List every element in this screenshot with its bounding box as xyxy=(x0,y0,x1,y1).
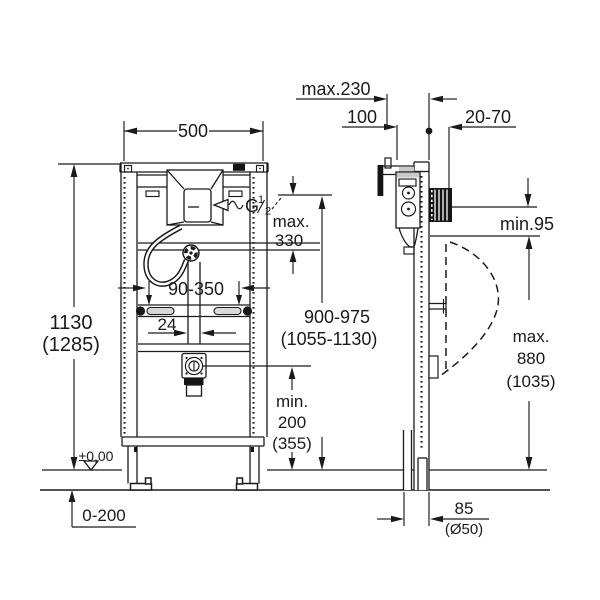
adjustable-feet xyxy=(127,446,260,491)
flush-valve xyxy=(395,171,421,255)
dim-feet-range: 0-200 xyxy=(82,506,125,525)
hose-connector-nut xyxy=(182,244,200,262)
dim-flush-range: 900-975 xyxy=(304,307,370,327)
top-fastener xyxy=(233,163,245,171)
dim-flush-range-alt: (1055-1130) xyxy=(281,329,378,349)
dim-wall-range: 20-70 xyxy=(465,107,511,127)
dim-pipe-width: 24 xyxy=(158,315,177,334)
level-mark-icon xyxy=(82,460,100,472)
dim-clearance-min: min.95 xyxy=(500,214,554,234)
dim-fixing-span: 90-350 xyxy=(168,279,224,299)
flex-hose xyxy=(143,224,190,287)
thread-numerator: 1 xyxy=(258,194,264,206)
dim-inlet-max-value: 330 xyxy=(275,231,303,250)
floor-lines xyxy=(40,460,550,491)
dim-inlet-max-label: max. xyxy=(273,212,310,231)
fixing-crossbar xyxy=(135,304,253,318)
side-view-dimensions: max.230 100 20-70 min.95 max. 880 (1035)… xyxy=(296,79,556,538)
flush-funnel xyxy=(166,169,224,226)
dim-drain-min-value: 200 xyxy=(278,413,306,432)
front-view-frame xyxy=(119,162,320,491)
drain-fitting xyxy=(181,352,207,397)
dim-drain-offset: 85 xyxy=(455,499,474,518)
dim-drain-min-label: min. xyxy=(276,392,308,411)
dim-urinal-max-value: 880 xyxy=(517,349,545,368)
dim-height: 1130 xyxy=(49,312,92,334)
front-view-dimensions: 500 1130 (1285) G 1 2 max. 330 xyxy=(42,121,378,528)
dim-width: 500 xyxy=(178,121,208,141)
dim-depth-max: max.230 xyxy=(301,79,370,99)
dim-drain-min-alt: (355) xyxy=(272,434,312,453)
flush-pipe-block xyxy=(429,188,452,222)
dimension-origin-dot xyxy=(425,127,433,135)
dim-height-alt: (1285) xyxy=(42,334,100,356)
side-view-frame xyxy=(377,157,500,490)
floor-level-label: ±0,00 xyxy=(79,448,114,464)
thread-letter: G xyxy=(245,196,259,216)
urinal-outline xyxy=(439,241,500,377)
thread-label: G 1 2 xyxy=(212,194,282,218)
dim-top-offset: 100 xyxy=(347,107,377,127)
dim-urinal-max-alt: (1035) xyxy=(506,372,555,391)
thread-denominator: 2 xyxy=(265,206,271,218)
dim-drain-diameter: (Ø50) xyxy=(445,521,483,538)
dim-urinal-max-label: max. xyxy=(513,327,550,346)
